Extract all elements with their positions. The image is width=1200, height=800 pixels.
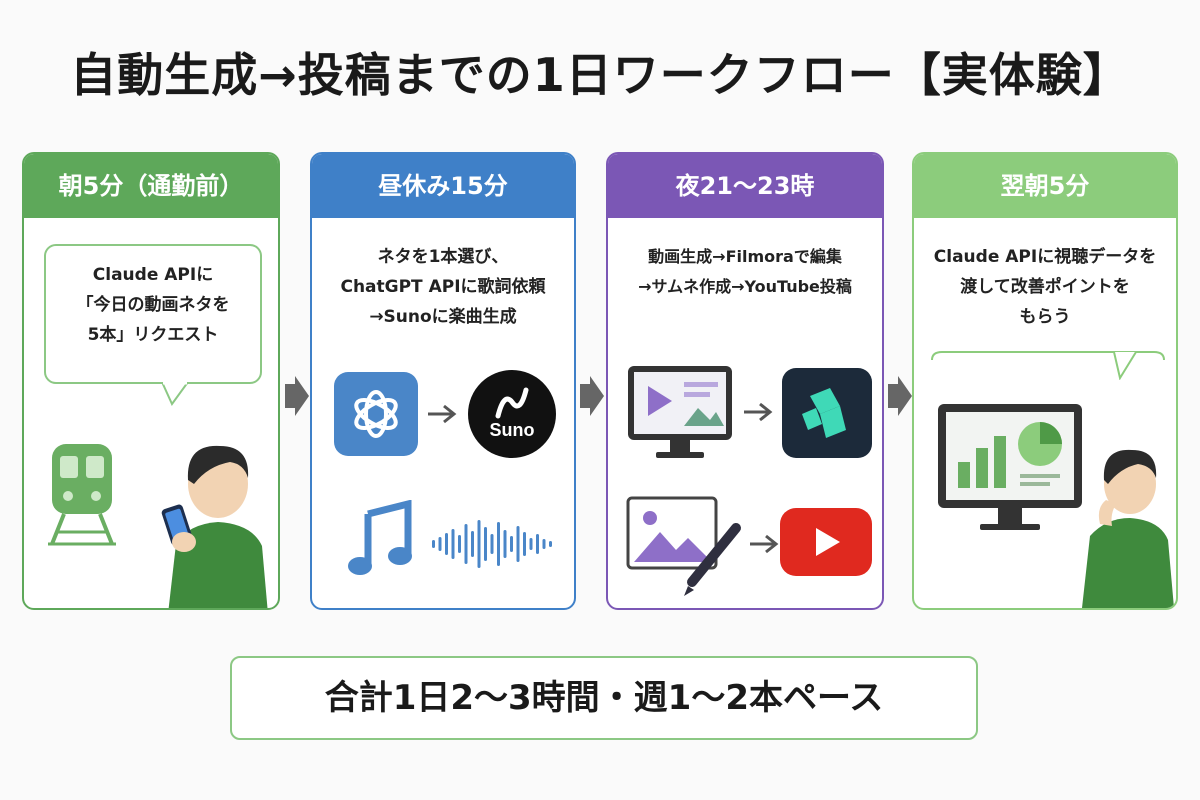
filmora-icon bbox=[782, 368, 872, 458]
step-card-morning: 朝5分（通勤前） Claude APIに 「今日の動画ネタを 5本」リクエスト bbox=[22, 152, 280, 610]
video-editor-monitor-icon bbox=[628, 366, 732, 458]
summary-box: 合計1日2〜3時間・週1〜2本ペース bbox=[230, 656, 978, 740]
desc-line: 5本」リクエスト bbox=[87, 325, 219, 345]
step-description: Claude APIに視聴データを 渡して改善ポイントを もらう bbox=[914, 242, 1176, 332]
wave-bar bbox=[477, 520, 481, 568]
desc-line: 渡して改善ポイントを bbox=[960, 277, 1130, 297]
wave-bar bbox=[529, 538, 533, 550]
suno-label: Suno bbox=[489, 420, 535, 440]
step-header: 昼休み15分 bbox=[312, 154, 574, 218]
desc-line: もらう bbox=[1019, 307, 1071, 327]
desc-line: ネタを1本選び、 bbox=[377, 247, 509, 267]
speech-bubble: Claude APIに 「今日の動画ネタを 5本」リクエスト bbox=[44, 244, 262, 384]
wave-bar bbox=[484, 527, 487, 561]
thumbnail-image-icon bbox=[626, 496, 741, 596]
step-card-lunch: 昼休み15分 ネタを1本選び、 ChatGPT APIに歌詞依頼 →Sunoに楽… bbox=[310, 152, 576, 610]
page-title: 自動生成→投稿までの1日ワークフロー【実体験】 bbox=[70, 48, 1130, 102]
wave-bar bbox=[542, 539, 546, 549]
youtube-icon bbox=[780, 508, 872, 576]
wave-bar bbox=[536, 534, 539, 554]
step-description: Claude APIに 「今日の動画ネタを 5本」リクエスト bbox=[46, 260, 260, 350]
desc-line: 動画生成→Filmoraで編集 bbox=[648, 247, 842, 266]
wave-bar bbox=[523, 532, 526, 556]
step-header: 夜21〜23時 bbox=[608, 154, 882, 218]
desc-line: Claude APIに視聴データを bbox=[933, 247, 1157, 267]
desc-line: ChatGPT APIに歌詞依頼 bbox=[340, 277, 546, 297]
wave-bar bbox=[490, 534, 494, 554]
suno-icon: Suno bbox=[468, 370, 556, 458]
desc-line: →サムネ作成→YouTube投稿 bbox=[638, 277, 852, 296]
wave-bar bbox=[432, 540, 435, 548]
desc-line: →Sunoに楽曲生成 bbox=[369, 307, 517, 327]
wave-bar bbox=[471, 531, 474, 557]
arrow-icon bbox=[750, 534, 779, 554]
bubble-tail bbox=[162, 382, 190, 406]
step-header: 朝5分（通勤前） bbox=[24, 154, 278, 218]
speech-bubble-outline bbox=[931, 351, 1165, 380]
flow-arrow bbox=[580, 376, 604, 416]
wave-bar bbox=[510, 536, 513, 552]
wave-bar bbox=[464, 524, 468, 564]
step-description: ネタを1本選び、 ChatGPT APIに歌詞依頼 →Sunoに楽曲生成 bbox=[312, 242, 574, 332]
step-header: 翌朝5分 bbox=[914, 154, 1176, 218]
wave-bar bbox=[503, 530, 507, 558]
desc-line: Claude APIに bbox=[92, 265, 214, 285]
flow-arrow bbox=[888, 376, 912, 416]
train-icon bbox=[48, 444, 116, 546]
arrow-icon bbox=[744, 402, 773, 422]
flow-arrow bbox=[285, 376, 309, 416]
wave-bar bbox=[549, 541, 552, 547]
analytics-monitor-icon bbox=[938, 404, 1082, 530]
wave-bar bbox=[458, 535, 461, 553]
music-note-icon bbox=[348, 500, 412, 575]
chatgpt-icon bbox=[334, 372, 418, 456]
desc-line: 「今日の動画ネタを bbox=[76, 295, 230, 315]
wave-bar bbox=[438, 537, 442, 551]
wave-bar bbox=[451, 529, 455, 559]
step-card-next-morning: 翌朝5分 Claude APIに視聴データを 渡して改善ポイントを もらう bbox=[912, 152, 1178, 610]
wave-bar bbox=[497, 522, 500, 566]
sound-wave-icon bbox=[432, 520, 552, 568]
person-phone-icon bbox=[161, 445, 268, 608]
wave-bar bbox=[445, 533, 448, 555]
arrow-icon bbox=[428, 404, 457, 424]
step-description: 動画生成→Filmoraで編集 →サムネ作成→YouTube投稿 bbox=[608, 242, 882, 302]
step-card-night: 夜21〜23時 動画生成→Filmoraで編集 →サムネ作成→YouTube投稿 bbox=[606, 152, 884, 610]
thinking-person-icon bbox=[1082, 449, 1174, 608]
wave-bar bbox=[516, 526, 520, 562]
